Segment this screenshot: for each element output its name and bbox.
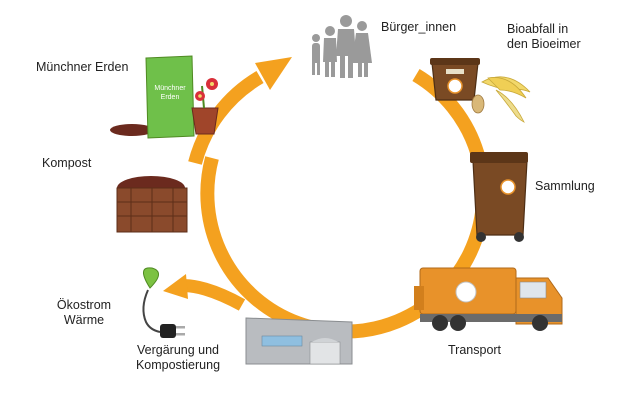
label-vergaerung-line1: Vergärung und (136, 343, 219, 357)
power-plug-icon (142, 267, 185, 338)
label-kompost: Kompost (42, 156, 92, 170)
bag-label-line1: Münchner (154, 85, 186, 92)
label-transport: Transport (448, 343, 502, 357)
compost-crate-icon (116, 176, 188, 233)
brown-bin-icon (470, 152, 528, 242)
label-bioabfall: Bioabfall in den Bioeimer (507, 22, 581, 52)
bag-label-line2: Erden (161, 94, 180, 101)
label-bioabfall-line2: den Bioeimer (507, 37, 581, 51)
label-sammlung: Sammlung (535, 179, 595, 193)
bio-bucket-icon (430, 58, 531, 123)
label-buerger: Bürger_innen (381, 20, 457, 34)
label-vergaerung-line2: Kompostierung (135, 358, 221, 372)
garbage-truck-icon (414, 267, 563, 331)
label-oekostrom-line2: Wärme (63, 313, 105, 327)
label-vergaerung: Vergärung und Kompostierung (128, 343, 228, 373)
arrow-head-energy (163, 274, 188, 299)
biogas-plant-icon (245, 317, 353, 365)
label-oekostrom-line1: Ökostrom (56, 298, 112, 312)
label-bioabfall-line1: Bioabfall in (507, 22, 569, 36)
arrow-head-top (255, 57, 292, 90)
cycle-arrows (163, 57, 491, 339)
family-people-icon (312, 15, 372, 78)
label-muenchner-erden: Münchner Erden (36, 60, 129, 74)
energy-branch-arrow (178, 279, 246, 311)
soil-bag-icon: Münchner Erden (110, 55, 219, 139)
cycle-arc-top-left (188, 70, 264, 165)
cycle-arc-main (200, 68, 491, 339)
label-oekostrom: Ökostrom Wärme (52, 298, 116, 328)
